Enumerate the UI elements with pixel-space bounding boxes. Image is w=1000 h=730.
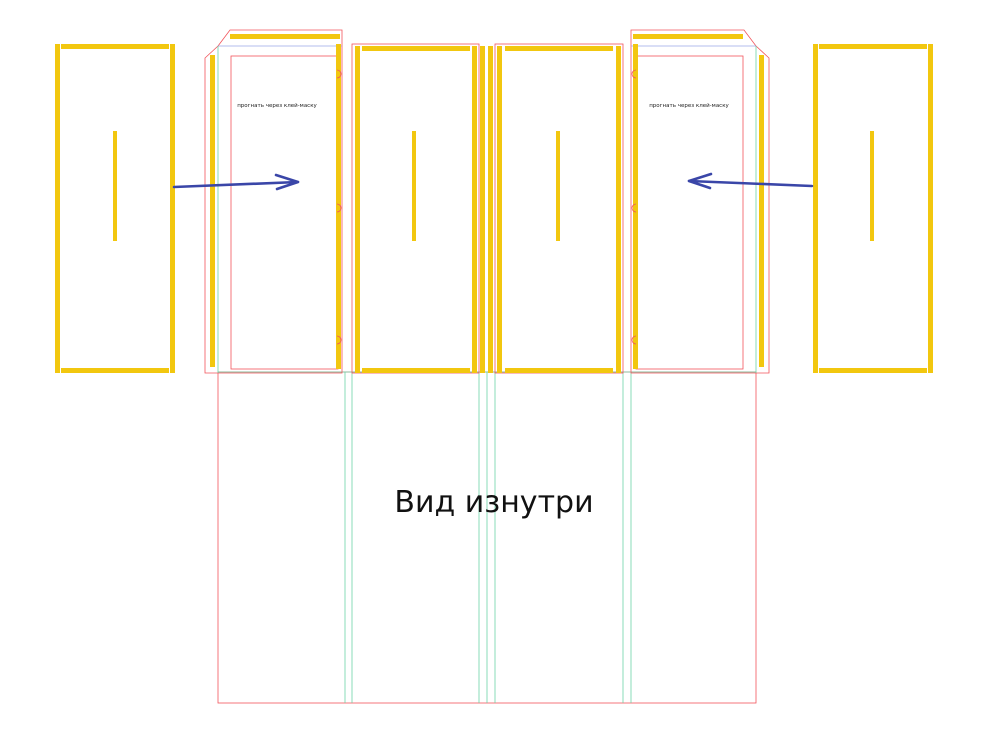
glue-strip-top xyxy=(819,44,927,49)
glue-strip-top xyxy=(633,34,743,39)
glue-strip-center xyxy=(412,131,416,241)
glue-strip-spine xyxy=(488,46,493,373)
inside-view-section: Вид изнутри xyxy=(217,371,757,704)
glue-strip-right xyxy=(928,44,933,373)
glue-strip-left xyxy=(355,46,360,373)
glue-strip-left xyxy=(55,44,60,373)
arrow-left-icon xyxy=(687,172,814,190)
hinge-notch xyxy=(631,335,637,345)
glue-strip-left xyxy=(633,44,638,369)
right-panel-note: прогнать через клей-маску xyxy=(649,102,729,109)
glue-strip-left xyxy=(210,55,215,367)
glue-strip-bottom xyxy=(819,368,927,373)
glue-strip-top xyxy=(230,34,340,39)
hinge-notch xyxy=(336,203,342,213)
glue-strip-spine xyxy=(480,46,485,373)
glue-strip-center xyxy=(556,131,560,241)
glue-strip-bottom xyxy=(505,368,613,373)
glue-strip-top xyxy=(61,44,169,49)
hinge-notch xyxy=(336,69,342,79)
center-spine xyxy=(480,46,493,373)
glue-strip-right xyxy=(616,46,621,373)
hinge-notch xyxy=(631,69,637,79)
glue-strip-left xyxy=(497,46,502,373)
right-panel-cut-outline xyxy=(630,29,770,374)
glue-strip-right xyxy=(759,55,764,367)
glue-strip-top xyxy=(505,46,613,51)
glue-strip-left xyxy=(813,44,818,373)
hinge-notch xyxy=(631,203,637,213)
left-panel-cut-outline xyxy=(204,29,343,374)
left-diecut-panel: прогнать через клей-маску xyxy=(204,29,343,374)
glue-strip-right xyxy=(336,44,341,369)
hinge-notch xyxy=(336,335,342,345)
glue-strip-right xyxy=(472,46,477,373)
glue-strip-center xyxy=(870,131,874,241)
glue-strip-bottom xyxy=(362,368,470,373)
left-outer-frame xyxy=(55,44,175,373)
center-right-frame xyxy=(494,43,624,374)
left-panel-note: прогнать через клей-маску xyxy=(237,102,317,109)
glue-strip-right xyxy=(170,44,175,373)
arrow-right-icon xyxy=(172,173,300,191)
center-left-frame xyxy=(351,43,480,374)
glue-strip-bottom xyxy=(61,368,169,373)
glue-strip-top xyxy=(362,46,470,51)
inside-view-caption: Вид изнутри xyxy=(394,485,593,520)
glue-strip-center xyxy=(113,131,117,241)
right-diecut-panel: прогнать через клей-маску xyxy=(630,29,770,374)
right-outer-frame xyxy=(813,44,933,373)
